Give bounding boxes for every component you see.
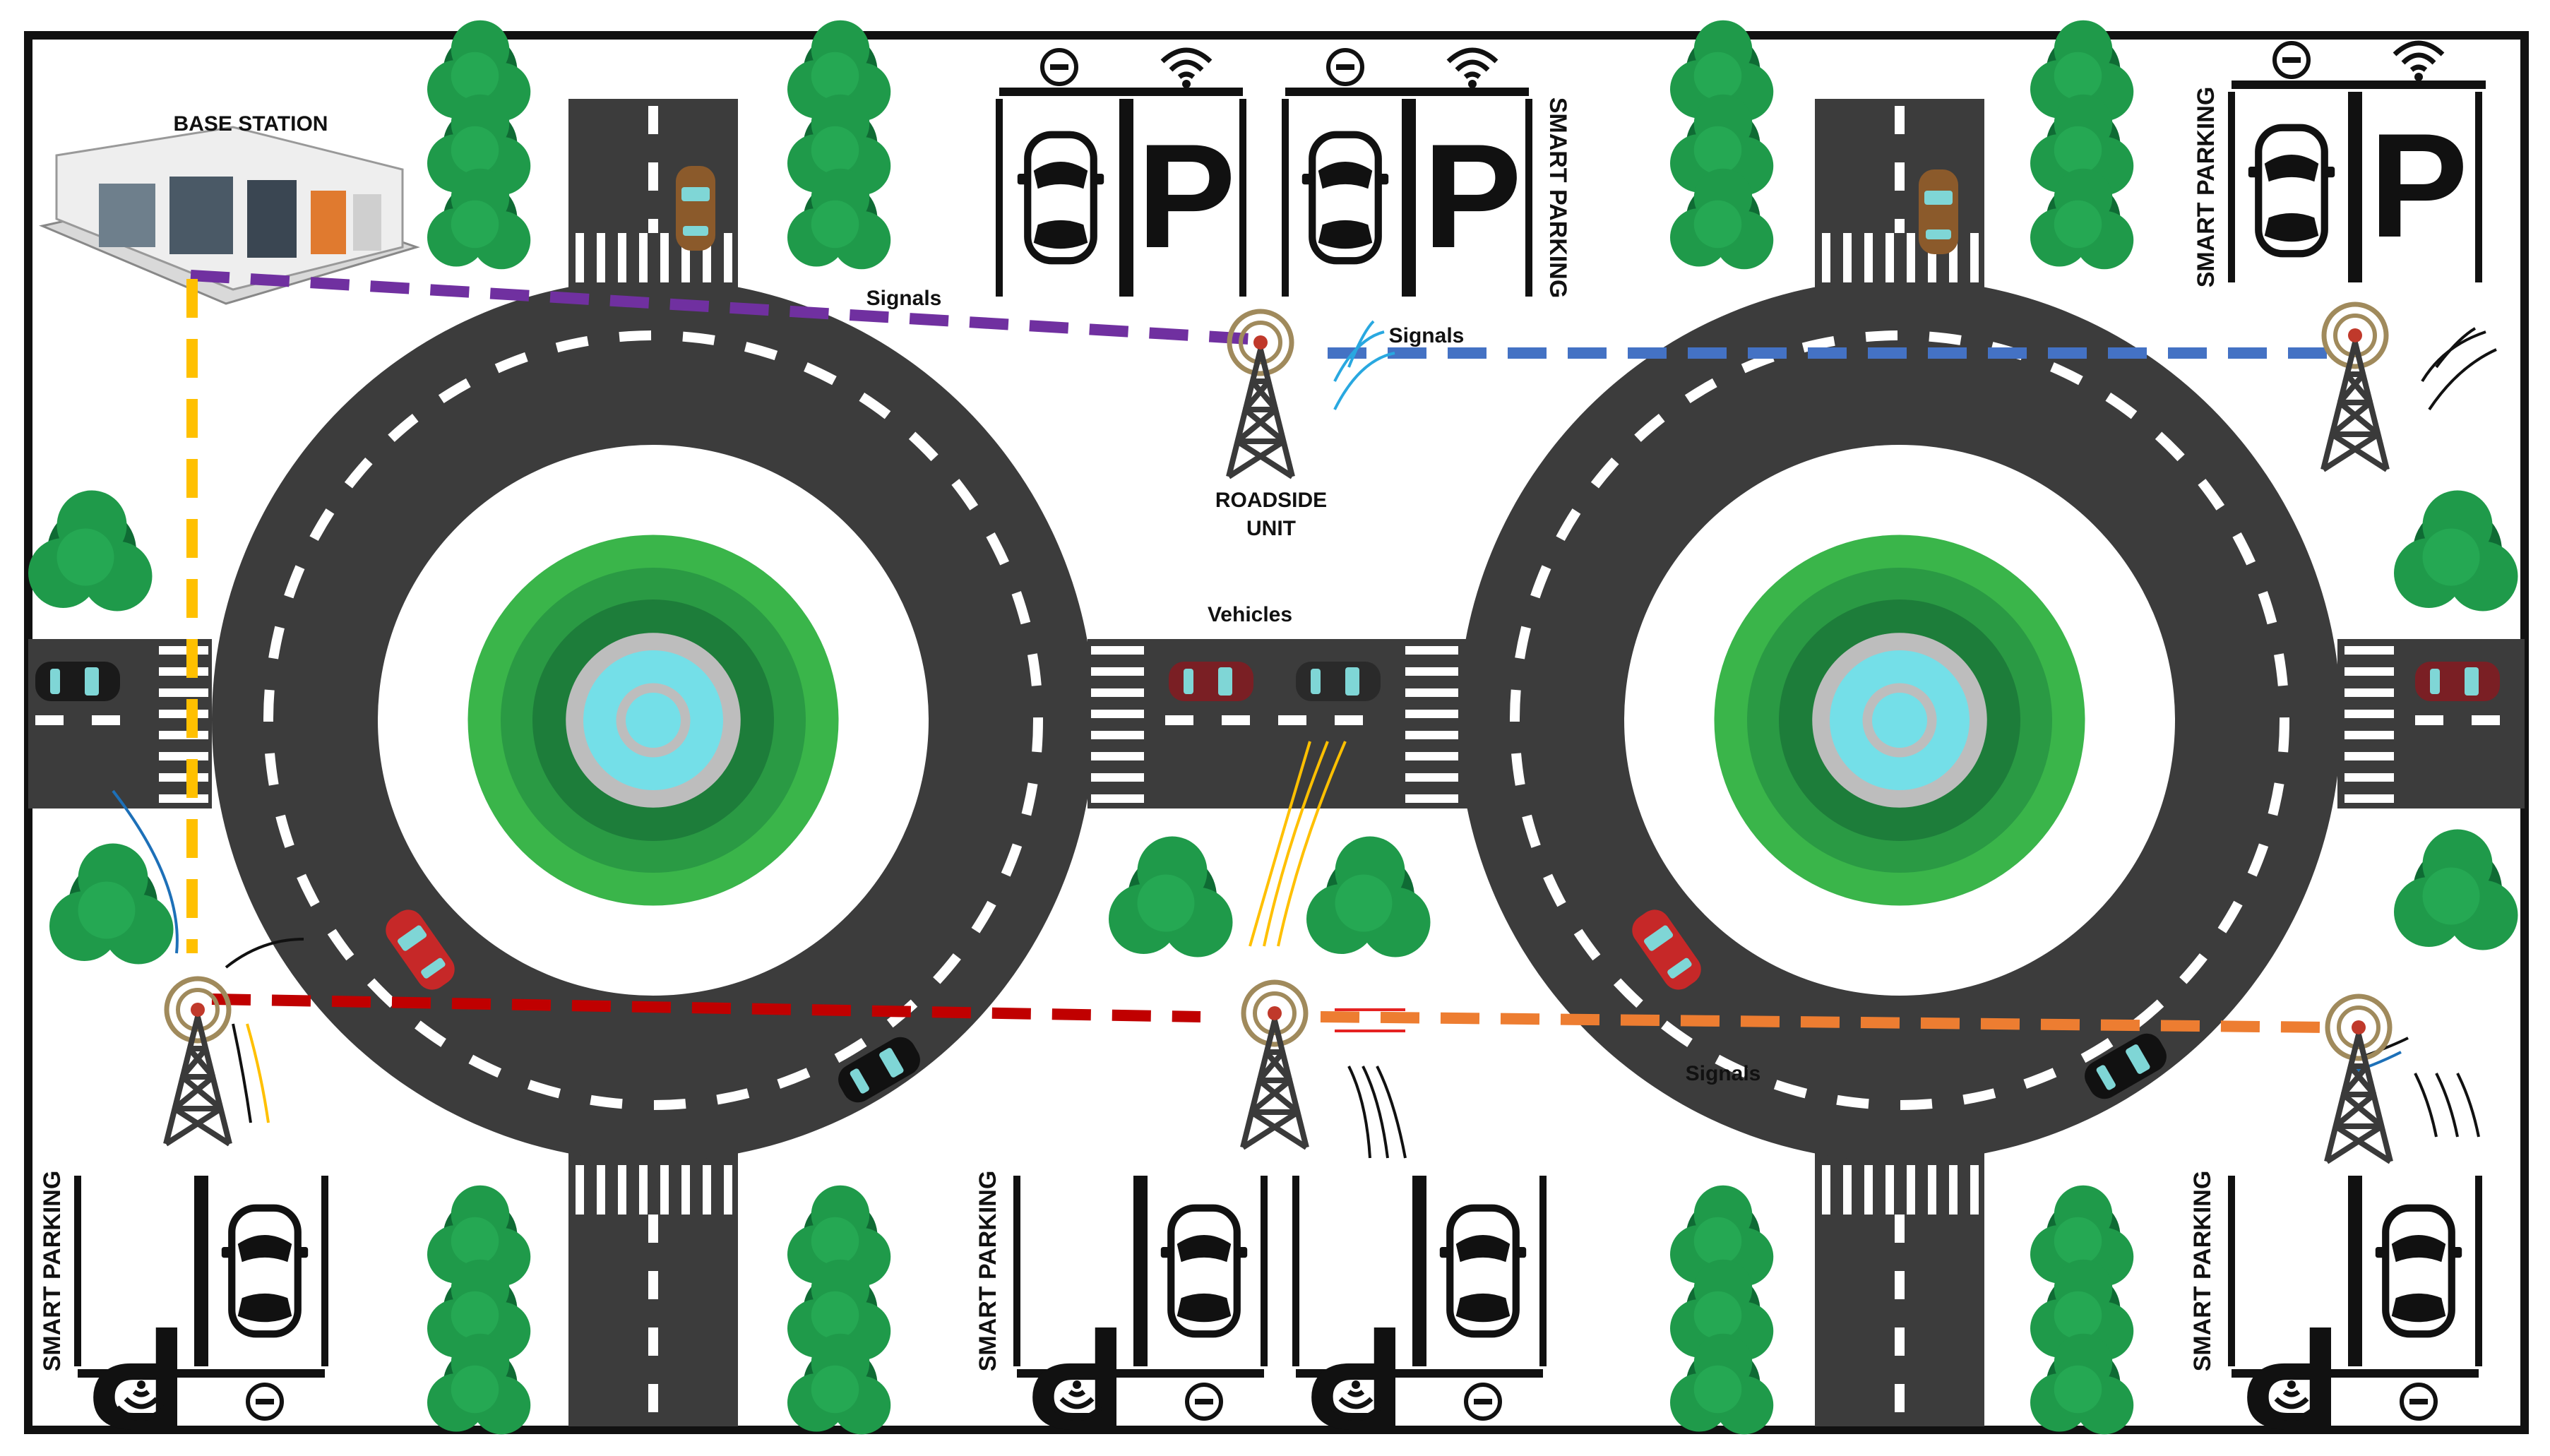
car-icon	[2376, 1208, 2462, 1335]
smart-parking-label: SMART PARKING	[39, 1171, 66, 1372]
signals-label: Signals	[866, 287, 942, 310]
fountain-icon	[1624, 445, 2175, 996]
fountain-icon	[378, 445, 929, 996]
car-icon	[1919, 169, 1958, 254]
car-icon	[1161, 1208, 1247, 1335]
parking-lot-bottom-4: P SMART PARKING	[2189, 1171, 2482, 1456]
smart-parking-label: SMART PARKING	[975, 1171, 1001, 1372]
signals-label: Signals	[1389, 324, 1465, 347]
roadside-unit-label-line1: ROADSIDE	[1215, 489, 1327, 512]
car-icon	[1169, 662, 1253, 701]
parking-sign: P	[2242, 1296, 2341, 1456]
base-station-label: BASE STATION	[174, 112, 328, 136]
parking-lot-top-1: P	[996, 50, 1246, 297]
vehicles-label: Vehicles	[1208, 603, 1292, 626]
signals-label: Signals	[1686, 1062, 1761, 1085]
parking-lot-top-2: P SMART PARKING	[1282, 50, 1571, 299]
smart-parking-label: SMART PARKING	[2193, 87, 2220, 288]
car-icon	[676, 166, 715, 251]
parking-lot-bottom-2: P SMART PARKING	[975, 1171, 1268, 1456]
parking-sign: P	[88, 1296, 187, 1456]
car-icon	[1302, 135, 1388, 261]
roadside-unit-label-line2: UNIT	[1246, 517, 1296, 540]
smart-parking-label: SMART PARKING	[2189, 1171, 2216, 1372]
smart-parking-label: SMART PARKING	[1544, 97, 1571, 299]
car-icon	[1296, 662, 1381, 701]
parking-lot-top-3: P SMART PARKING	[2193, 43, 2486, 287]
car-icon	[35, 662, 120, 701]
car-icon	[2415, 662, 2500, 701]
parking-sign: P	[2369, 102, 2468, 268]
parking-sign: P	[1306, 1296, 1405, 1456]
parking-lot-bottom-3: P	[1292, 1176, 1547, 1456]
link-tower-left-to-center	[211, 993, 1201, 1022]
car-icon	[1018, 135, 1104, 261]
car-icon	[2248, 128, 2335, 254]
link-center-to-tower-right	[1320, 1011, 2331, 1033]
parking-lot-bottom-1: P SMART PARKING	[39, 1171, 328, 1456]
parking-sign: P	[1423, 113, 1522, 279]
data-center-icon	[39, 126, 420, 305]
communication-links	[186, 270, 2331, 1033]
car-icon	[1440, 1208, 1526, 1335]
parking-sign: P	[1137, 113, 1236, 279]
car-icon	[222, 1208, 308, 1335]
parking-sign: P	[1027, 1296, 1126, 1456]
